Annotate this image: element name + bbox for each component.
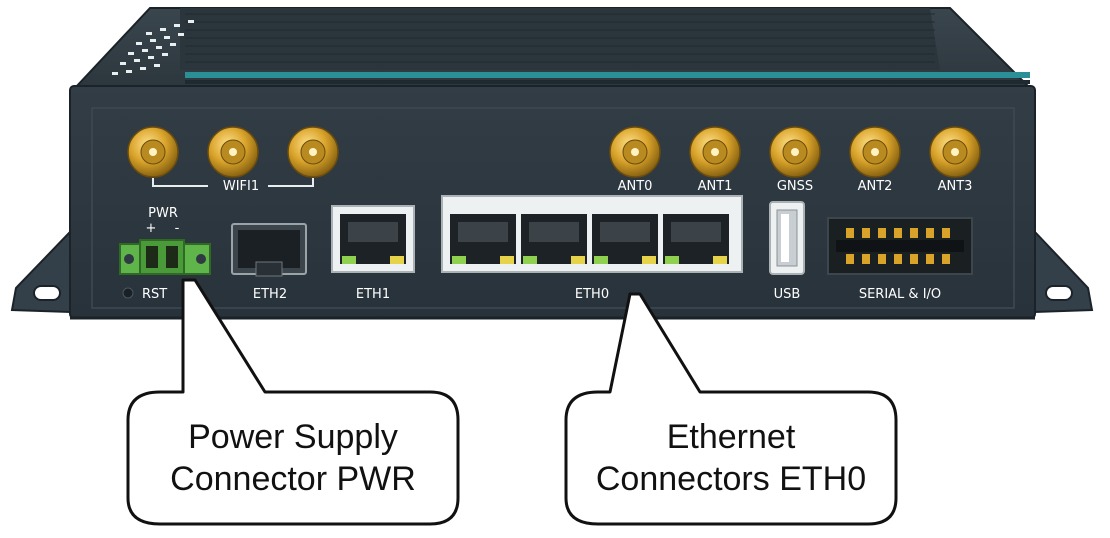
label-ant3: ANT3 [937, 179, 973, 194]
antenna-connectors [127, 126, 981, 178]
label-eth2: ETH2 [252, 287, 288, 302]
label-eth1: ETH1 [355, 287, 391, 302]
label-ant0: ANT0 [617, 179, 653, 194]
teal-light-strip [185, 72, 1030, 78]
label-rst: RST [142, 287, 168, 302]
label-ant2: ANT2 [857, 179, 893, 194]
rj45-port-eth1 [331, 205, 415, 273]
label-pwr: PWR [148, 206, 178, 221]
ethernet-callout-text: Ethernet Connectors ETH0 [568, 416, 894, 500]
power-callout-text: Power Supply Connector PWR [130, 416, 456, 500]
status-leds [112, 20, 194, 75]
label-serial-io: SERIAL & I/O [858, 287, 942, 302]
serial-io-terminal [827, 217, 973, 275]
reset-button [122, 287, 134, 299]
label-eth0: ETH0 [574, 287, 610, 302]
power-callout-line2: Connector PWR [170, 460, 416, 498]
usb-port [769, 201, 805, 275]
label-ant1: ANT1 [697, 179, 733, 194]
ethernet-callout-bubble [564, 292, 898, 526]
power-callout-bubble [126, 278, 460, 526]
label-gnss: GNSS [776, 179, 814, 194]
wifi-bracket [152, 178, 314, 187]
label-minus: - [174, 221, 180, 236]
rj45-ports-eth0 [441, 195, 743, 273]
label-plus: + [145, 221, 157, 236]
ethernet-callout-line2: Connectors ETH0 [595, 460, 867, 498]
power-terminal [119, 239, 211, 275]
label-usb: USB [773, 287, 801, 302]
ethernet-callout-line1: Ethernet [666, 418, 796, 456]
label-wifi1: WIFI1 [222, 179, 260, 194]
power-callout-line1: Power Supply [188, 418, 398, 456]
sfp-port-eth2 [231, 223, 307, 277]
